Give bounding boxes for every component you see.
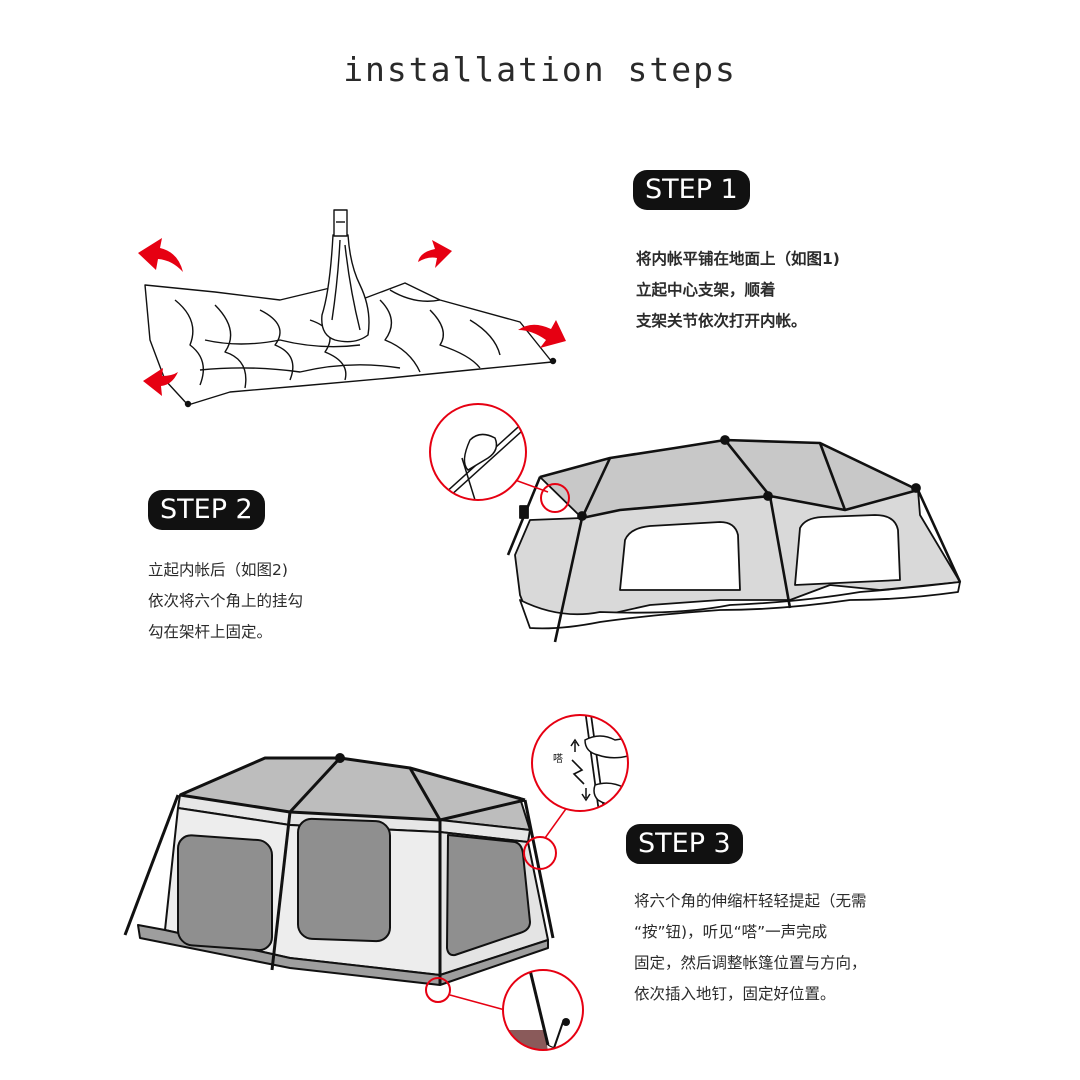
frame-pole-7 <box>818 442 847 511</box>
arrow-top-left-icon <box>138 238 183 272</box>
tent-frame-roof-left <box>179 756 340 797</box>
callout-3a-leader <box>544 805 569 839</box>
callout-3b-ring <box>502 969 584 1051</box>
center-pole-top <box>333 209 348 237</box>
callout-3b-leader <box>449 994 506 1011</box>
flat-tent-fold-10 <box>389 289 441 302</box>
arrow-top-right-icon <box>418 240 452 268</box>
callout-2-hook <box>463 433 498 471</box>
step-2-line-1: 立起内帐后（如图2) <box>148 561 288 579</box>
frame-joint-4 <box>911 483 921 493</box>
center-pole-fold <box>331 239 361 331</box>
step-3-description: 将六个角的伸缩杆轻轻提起（无需 “按”钮)，听见“嗒”一声完成 固定，然后调整帐… <box>634 886 867 1010</box>
inner-tent-door-left <box>619 521 741 591</box>
tent-frame-roof-back <box>409 766 526 802</box>
frame-pole-2 <box>539 438 726 479</box>
step-1-arrows <box>138 238 566 396</box>
frame-pole-4 <box>553 517 584 643</box>
step-3-badge: STEP 3 <box>626 824 743 864</box>
step-1-line-3: 支架关节依次打开内帐。 <box>636 312 807 330</box>
step-2-callout <box>429 403 570 513</box>
frame-pole-8 <box>581 488 919 520</box>
step-3-line-3: 固定，然后调整帐篷位置与方向， <box>634 954 867 972</box>
tent-frame-roof-mid <box>288 756 342 814</box>
step-3-callout-top: 嗒 <box>523 714 629 870</box>
inner-tent-door-right <box>794 514 901 586</box>
flat-tent-fold-2 <box>214 304 247 389</box>
callout-2-ring <box>429 403 527 501</box>
callout-3b-small-ring <box>425 977 451 1003</box>
callout-2-strap <box>461 457 476 500</box>
step-2-badge: STEP 2 <box>148 490 265 530</box>
tent-frame <box>123 756 555 985</box>
callout-3b-stake <box>553 1021 564 1049</box>
tent-window-left <box>177 834 273 952</box>
frame-joint-5 <box>519 505 529 519</box>
tent-frame-center-leg <box>270 811 292 971</box>
flat-tent-fold-7 <box>469 319 501 356</box>
frame-pole-3 <box>724 438 962 583</box>
callout-3b-pole <box>528 970 550 1046</box>
corner-hook-left <box>184 400 192 408</box>
step-3-callout-bottom <box>425 969 584 1051</box>
callout-3a-up-arrow-icon <box>570 738 580 752</box>
callout-3a-down-arrow-icon <box>581 788 591 802</box>
page-title: installation steps <box>343 50 737 89</box>
step-2-line-2: 依次将六个角上的挂勾 <box>148 592 304 610</box>
frame-joint-1 <box>720 435 730 445</box>
tent-frame-top-front <box>179 793 526 822</box>
step-3-illustration <box>123 753 555 986</box>
flat-tent-fold-5 <box>379 299 421 373</box>
step-3-line-4: 依次插入地钉，固定好位置。 <box>634 985 836 1003</box>
step-3-line-1: 将六个角的伸缩杆轻轻提起（无需 <box>634 892 867 910</box>
step-1-line-1: 将内帐平铺在地面上（如图1) <box>636 250 840 268</box>
flat-tent-fold-8 <box>204 339 361 348</box>
tent-frame-left-leg <box>123 794 180 936</box>
step-2-description: 立起内帐后（如图2) 依次将六个角上的挂勾 勾在架杆上固定。 <box>148 555 303 648</box>
step-1-line-2: 立起中心支架，顺着 <box>636 281 776 299</box>
center-pole-fabric <box>321 234 370 343</box>
step-2-illustration <box>506 435 962 643</box>
callout-3a-hand-top <box>584 735 628 759</box>
flat-tent-fold-1 <box>174 299 204 386</box>
corner-hook-right <box>549 357 557 365</box>
callout-3a-ring <box>531 714 629 812</box>
frame-joint-2 <box>763 491 773 501</box>
step-1-description: 将内帐平铺在地面上（如图1) 立起中心支架，顺着 支架关节依次打开内帐。 <box>636 244 840 337</box>
frame-pole-6 <box>580 457 612 519</box>
arrow-right-icon <box>518 320 566 348</box>
callout-3a-small-ring <box>523 836 557 870</box>
step-1-badge: STEP 1 <box>633 170 750 210</box>
flat-tent-fold-3 <box>259 309 294 381</box>
callout-2-small-ring <box>540 483 570 513</box>
callout-3a-click-text: 嗒 <box>553 753 563 765</box>
step-1-illustration <box>144 209 557 408</box>
callout-3a-click-mark <box>571 759 585 785</box>
tent-window-side <box>446 834 531 957</box>
flat-tent-fold-6 <box>429 309 481 369</box>
tent-frame-joint <box>335 753 345 763</box>
tent-door-center <box>297 817 391 943</box>
step-2-line-3: 勾在架杆上固定。 <box>148 623 273 641</box>
step-3-line-2: “按”钮)，听见“嗒”一声完成 <box>634 923 828 941</box>
flat-tent-fold-9 <box>199 364 401 373</box>
callout-3b-stake-head <box>562 1018 570 1026</box>
arrow-bottom-left-icon <box>143 368 178 396</box>
frame-joint-3 <box>577 511 587 521</box>
callout-3b-floor <box>503 1030 548 1050</box>
